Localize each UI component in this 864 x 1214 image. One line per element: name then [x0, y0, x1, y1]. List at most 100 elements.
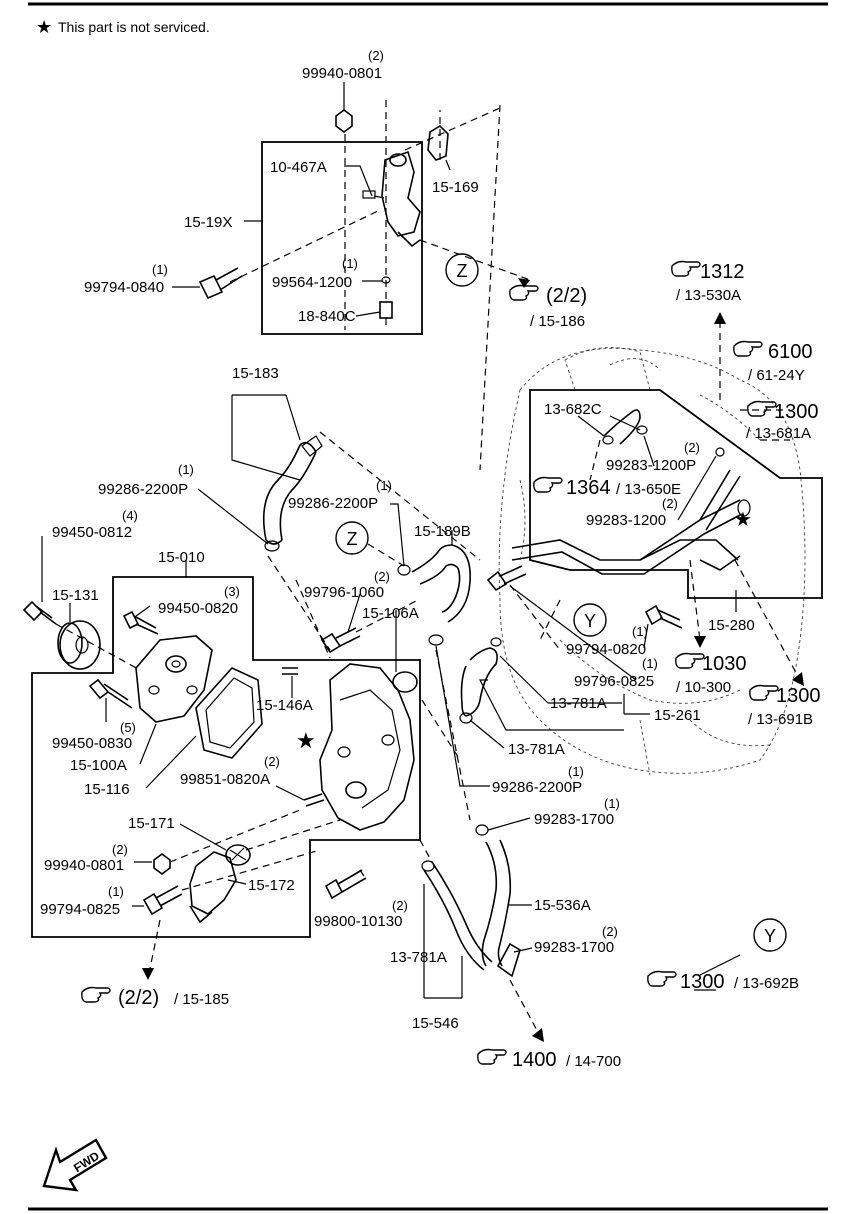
qty-99450-0812: (4)	[122, 508, 138, 523]
thermostat-cover-15-172-icon	[189, 851, 237, 924]
qty-99796-0825: (1)	[642, 656, 658, 671]
svg-text:Y: Y	[584, 611, 596, 631]
engine-block-outline	[498, 347, 806, 776]
label-99450-0820: 99450-0820	[158, 600, 238, 617]
label-15-171: 15-171	[128, 815, 175, 832]
svg-text:/ 13-650E: / 13-650E	[616, 481, 681, 498]
label-99286-2200P-c: 99286-2200P	[492, 779, 582, 796]
thermostat-15-171-icon	[225, 844, 251, 866]
label-15-131: 15-131	[52, 587, 99, 604]
svg-text:1300: 1300	[680, 971, 725, 993]
stud-99851-0820A-icon	[303, 793, 325, 807]
hand-pointer-icons	[81, 260, 779, 1065]
label-15-261: 15-261	[654, 707, 701, 724]
clamp-upper-icon	[301, 435, 323, 457]
hand-pointer-icon	[533, 476, 563, 493]
label-99940-0801-b: 99940-0801	[44, 857, 124, 874]
svg-text:/ 15-186: / 15-186	[530, 313, 585, 330]
clamp-13-781A-a-icon	[490, 637, 502, 647]
ref-1030: 1030 / 10-300	[676, 653, 747, 696]
ref-2-2-15-186: (2/2) / 15-186	[530, 285, 587, 330]
bolt-99794-0825-b-icon	[142, 885, 183, 916]
clamp-99283-1700-a-icon	[475, 824, 489, 836]
label-10-467A: 10-467A	[270, 159, 327, 176]
label-99286-2200P-b: 99286-2200P	[288, 495, 378, 512]
label-15-146A: 15-146A	[256, 697, 313, 714]
hose-15-261-icon	[460, 647, 498, 717]
fwd-arrow-icon: FWD	[42, 1138, 108, 1192]
hose-15-536A-icon	[481, 839, 512, 967]
clamp-99283-1200P-2-icon	[636, 425, 648, 435]
label-99564-1200: 99564-1200	[272, 274, 352, 291]
hand-pointer-icon	[671, 260, 701, 277]
qty-99794-0825-b: (1)	[108, 884, 124, 899]
water-pump-housing-icon	[319, 663, 415, 831]
label-13-781A-c: 13-781A	[390, 949, 447, 966]
qty-99940-0801-b: (2)	[112, 842, 128, 857]
hand-pointer-icon	[477, 1048, 507, 1065]
hand-pointer-icon	[647, 970, 677, 987]
label-99794-0825-b: 99794-0825	[40, 901, 120, 918]
label-99796-1060: 99796-1060	[304, 584, 384, 601]
upper-assembly-box	[261, 141, 423, 335]
label-99794-0820: 99794-0820	[566, 641, 646, 658]
label-99796-0825: 99796-0825	[574, 673, 654, 690]
svg-text:/ 61-24Y: / 61-24Y	[748, 367, 805, 384]
stud-10-467A-icon	[362, 190, 376, 199]
svg-text:/ 15-185: / 15-185	[174, 991, 229, 1008]
label-15-010: 15-010	[158, 549, 205, 566]
qty-99940-0801-top: (2)	[368, 48, 384, 63]
ref-1364: 1364 / 13-650E	[566, 477, 681, 499]
stud-15-146A-icon	[282, 667, 298, 675]
qty-99794-0840: (1)	[152, 262, 168, 277]
part-labels: (2) 99940-0801 10-467A 15-169 15-19X (1)…	[40, 48, 755, 1032]
qty-99450-0820: (3)	[224, 584, 240, 599]
label-99286-2200P-a: 99286-2200P	[98, 481, 188, 498]
svg-text:Y: Y	[764, 926, 776, 946]
clamp-99286-2200P-b-icon	[397, 564, 411, 576]
callout-y-mid: Y	[573, 603, 607, 637]
label-15-116: 15-116	[84, 781, 130, 798]
callout-z-lower: Z	[335, 521, 405, 567]
svg-text:(2/2): (2/2)	[118, 987, 159, 1009]
qty-99564-1200: (1)	[342, 256, 358, 271]
lower-assembly-box	[31, 576, 421, 938]
qty-99283-1200: (2)	[662, 496, 678, 511]
svg-text:1300: 1300	[774, 401, 819, 423]
ring-left-icon	[428, 634, 444, 646]
water-outlet-housing-icon	[373, 150, 421, 248]
water-pump-15-100A-icon	[135, 635, 213, 723]
not-serviced-star-pipe: ★	[734, 509, 752, 531]
qty-99286-2200P-b: (1)	[376, 478, 392, 493]
callout-z-upper: Z	[445, 253, 479, 287]
bolt-99450-0830-icon	[88, 678, 133, 709]
label-99851-0820A: 99851-0820A	[180, 771, 270, 788]
svg-text:6100: 6100	[768, 341, 813, 363]
svg-text:1400: 1400	[512, 1049, 557, 1071]
bolt-99800-10130-icon	[324, 869, 367, 900]
label-15-19X: 15-19X	[184, 214, 232, 231]
label-13-682C: 13-682C	[544, 401, 602, 418]
hand-pointer-icon	[509, 284, 539, 301]
svg-text:Z: Z	[347, 529, 358, 549]
qty-99283-1200P: (2)	[684, 440, 700, 455]
svg-text:/ 14-700: / 14-700	[566, 1053, 621, 1070]
ref-1300-13-692B: 1300 / 13-692B	[680, 971, 799, 993]
qty-99286-2200P-c: (1)	[568, 764, 584, 779]
label-99283-1700-b: 99283-1700	[534, 939, 614, 956]
pulley-15-131-icon	[57, 620, 101, 670]
label-15-100A: 15-100A	[70, 757, 127, 774]
hand-pointer-icon	[81, 986, 111, 1003]
qty-99283-1700-b: (2)	[602, 924, 618, 939]
svg-text:/ 10-300: / 10-300	[676, 679, 731, 696]
svg-text:/ 13-691B: / 13-691B	[748, 711, 813, 728]
label-99283-1200: 99283-1200	[586, 512, 666, 529]
hose-15-183-icon	[262, 441, 317, 545]
svg-text:1300: 1300	[776, 685, 821, 707]
svg-text:Z: Z	[457, 261, 468, 281]
gasket-15-169-icon	[427, 124, 449, 161]
clamp-99286-2200P-a-icon	[264, 540, 280, 552]
callout-y-lower: Y	[753, 918, 787, 952]
label-99450-0812: 99450-0812	[52, 524, 132, 541]
